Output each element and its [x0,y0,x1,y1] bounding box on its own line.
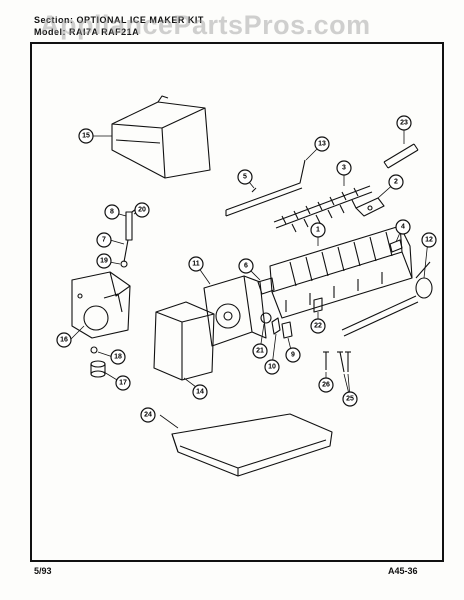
part-7-tube [123,239,129,263]
svg-text:25: 25 [346,396,354,403]
svg-text:21: 21 [256,348,264,355]
callout-14: 14 [192,384,208,400]
svg-text:23: 23 [400,120,408,127]
part-9-switch [281,321,293,339]
part-2-bracket [355,197,385,217]
part-17-fitting [90,360,106,378]
svg-text:6: 6 [244,263,248,270]
callout-15: 15 [78,128,94,144]
watermark: AppliancePartsPros.com [40,10,371,40]
part-21-nut [260,312,272,324]
svg-text:4: 4 [401,224,405,231]
footer-page-code: A45-36 [388,566,418,576]
callout-2: 2 [388,174,404,190]
callout-20: 20 [134,202,150,218]
svg-text:3: 3 [342,165,346,172]
part-12-heater [341,261,433,337]
svg-text:11: 11 [192,261,200,268]
callout-17: 17 [115,375,131,391]
part-18-oring [90,346,98,354]
svg-text:19: 19 [100,258,108,265]
svg-text:7: 7 [102,237,106,244]
callout-18: 18 [110,349,126,365]
part-11-housing [203,275,267,347]
svg-text:20: 20 [138,207,146,214]
callout-9: 9 [285,347,301,363]
part-13-shutoff-arm [225,159,306,217]
svg-text:10: 10 [268,364,276,371]
callout-1: 1 [310,222,326,238]
callout-26: 26 [318,377,334,393]
section-header: Section: OPTIONAL ICE MAKER KIT [34,15,204,25]
part-5-rod [251,187,257,193]
svg-text:16: 16 [60,337,68,344]
callout-10: 10 [264,359,280,375]
part-25-screws [337,351,351,373]
callout-3: 3 [336,160,352,176]
callout-7: 7 [96,232,112,248]
callout-19: 19 [96,253,112,269]
part-26-screw [323,351,329,370]
svg-text:17: 17 [119,380,127,387]
section-label: Section: [34,15,74,25]
svg-text:26: 26 [322,382,330,389]
part-23-fill-tube [383,143,419,169]
svg-text:15: 15 [82,133,90,140]
part-22-spring [313,297,323,313]
callout-25: 25 [342,391,358,407]
footer-date: 5/93 [34,566,52,576]
part-1-mold [269,225,413,319]
callout-11: 11 [188,256,204,272]
part-6-arm [257,277,275,295]
svg-text:1: 1 [316,227,320,234]
svg-text:22: 22 [314,323,322,330]
part-24-ice-bucket [171,413,333,477]
part-19-washer [120,260,128,268]
svg-text:12: 12 [425,237,433,244]
callout-4: 4 [395,219,411,235]
callout-21: 21 [252,343,268,359]
callout-6: 6 [238,258,254,274]
part-16-water-valve [71,271,131,339]
svg-text:9: 9 [291,352,295,359]
callout-5: 5 [237,169,253,185]
diagram-frame [30,42,444,562]
svg-text:14: 14 [196,389,204,396]
part-3-ejector [273,185,373,233]
svg-text:8: 8 [110,209,114,216]
svg-text:13: 13 [318,141,326,148]
callout-24: 24 [140,407,156,423]
svg-text:24: 24 [144,412,152,419]
svg-text:18: 18 [114,354,122,361]
callout-12: 12 [421,232,437,248]
callout-16: 16 [56,332,72,348]
part-15-cover [111,95,211,179]
callout-8: 8 [104,204,120,220]
section-title: OPTIONAL ICE MAKER KIT [76,15,204,25]
svg-text:2: 2 [394,179,398,186]
model-line: Model: RAI7A RAF21A [34,27,140,37]
callout-23: 23 [396,115,412,131]
part-10-lever [271,317,281,335]
callout-13: 13 [314,136,330,152]
part-14-cover-box [153,301,215,381]
callout-22: 22 [310,318,326,334]
svg-text:5: 5 [243,174,247,181]
